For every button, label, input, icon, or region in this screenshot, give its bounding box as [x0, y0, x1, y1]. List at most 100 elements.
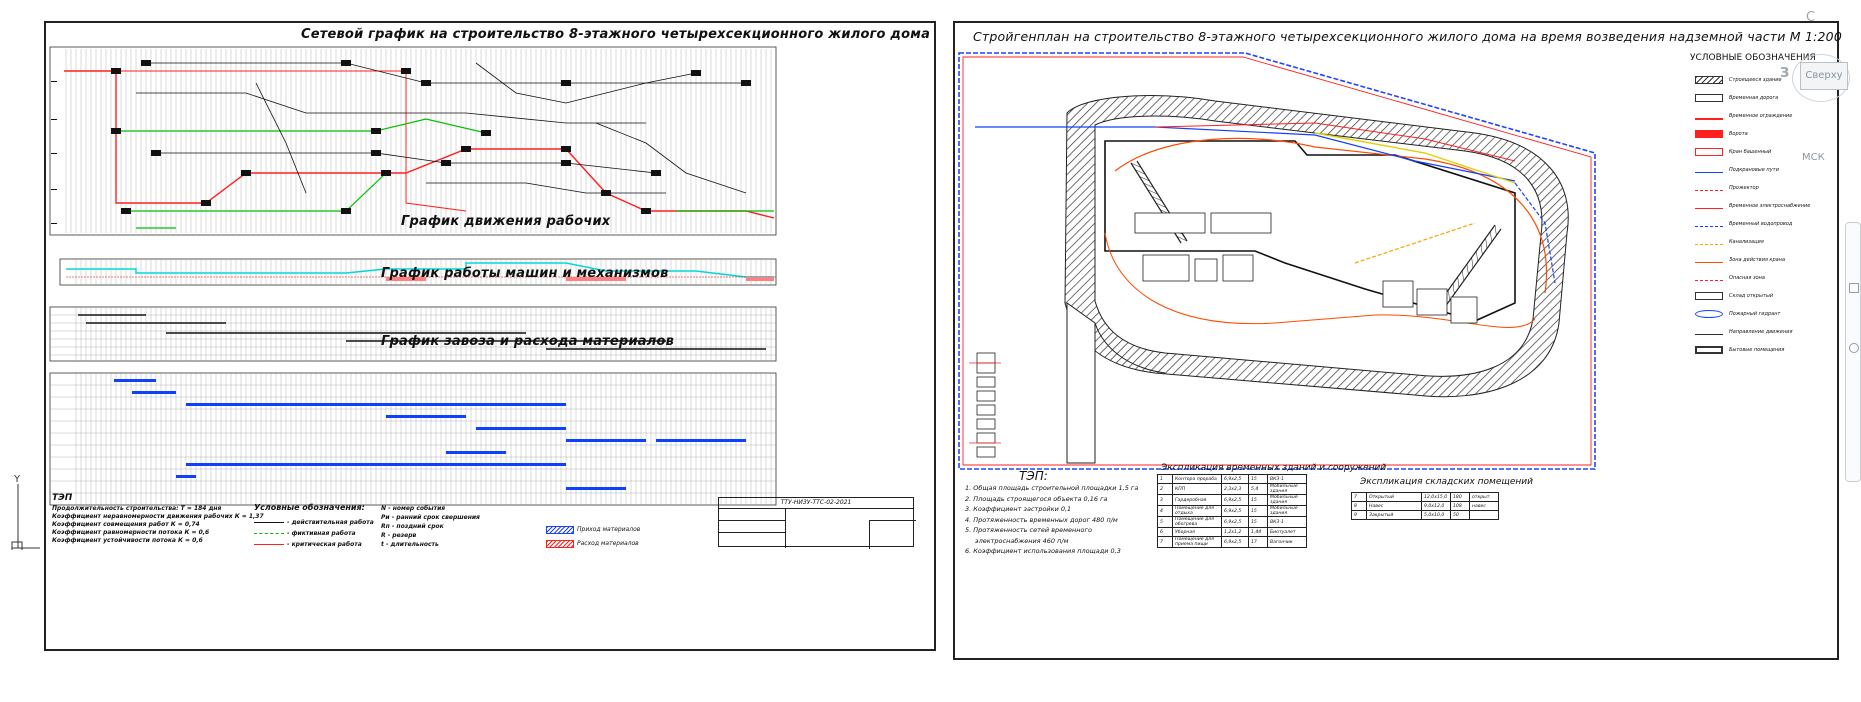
legend-swatch	[1695, 130, 1723, 138]
ucs-icon: Y	[11, 474, 40, 550]
table-cell: 1,44	[1248, 527, 1268, 537]
legend-swatch	[1695, 226, 1723, 227]
legend-swatch	[1695, 244, 1723, 245]
legend-swatch	[1695, 262, 1723, 263]
site-legend-item: Кран башенный	[1695, 143, 1833, 161]
site-legend-item: Канализация	[1695, 233, 1833, 251]
table-cell: навес	[1469, 501, 1499, 511]
table-cell: ВКЗ-1	[1267, 516, 1307, 528]
legend-list: - действительная работа - фиктивная рабо…	[254, 517, 374, 550]
site-tep-list: 1. Общая площадь строительной площадки 1…	[965, 483, 1138, 557]
navigation-bar[interactable]	[1845, 222, 1861, 482]
table-cell: Помещение для обогрева	[1172, 516, 1222, 528]
table-cell: 12,0х15,0	[1421, 492, 1451, 502]
table-cell: 7	[1157, 536, 1173, 548]
table-cell: 15	[1248, 516, 1268, 528]
site-legend-item: Временная дорога	[1695, 89, 1833, 107]
tep-title: ТЭП	[52, 493, 73, 503]
table-cell: ВКЗ-1	[1267, 474, 1307, 484]
table-cell: 6,9х2,5	[1221, 474, 1249, 484]
table-cell: 15	[1248, 505, 1268, 517]
table-cell: Открытый	[1366, 492, 1422, 502]
legend-hatch: Приход материалов Расход материалов	[546, 523, 640, 551]
table-cell: 6,9х2,5	[1221, 494, 1249, 506]
table-cell: Контора прораба	[1172, 474, 1222, 484]
left-drawing-sheet: Сетевой график на строительство 8-этажно…	[44, 21, 936, 651]
legend-swatch	[1695, 334, 1723, 335]
table-cell: 5,0х10,0	[1421, 510, 1451, 520]
site-legend-item: Бытовые помещения	[1695, 341, 1833, 359]
site-legend-item: Подкрановые пути	[1695, 161, 1833, 179]
legend-swatch	[1695, 280, 1723, 281]
legend-label: Бытовые помещения	[1729, 347, 1785, 353]
legend-swatch	[1695, 208, 1723, 209]
legend-label: Прожектор	[1729, 185, 1759, 191]
site-tep-line: электроснабжения 460 п/м	[975, 536, 1069, 545]
table-cell: Мобильные здания	[1267, 505, 1307, 517]
tep-line: Продолжительность строительства: Т = 184…	[52, 505, 222, 512]
legend-label: Строящееся здание	[1729, 77, 1782, 83]
network-graph-title: Сетевой график на строительство 8-этажно…	[301, 27, 931, 42]
legend-label: Зона действия крана	[1729, 257, 1786, 263]
site-legend-item: Опасная зона	[1695, 269, 1833, 287]
title-stamp: ТТУ-НИЗУ-ТТС-02-2021	[718, 497, 916, 549]
table-cell: Помещение для приема пищи	[1172, 536, 1222, 548]
table-cell: 15	[1248, 474, 1268, 484]
workers-chart-title: График движения рабочих	[401, 214, 611, 229]
legend-item-actual: - действительная работа	[254, 517, 374, 528]
buildings-expl-title: Экспликация временных зданий и сооружени…	[1161, 463, 1387, 473]
legend-label: Кран башенный	[1729, 149, 1772, 155]
storage-expl-title: Экспликация складских помещений	[1360, 477, 1533, 487]
legend-swatch	[1695, 117, 1723, 120]
zoom-icon[interactable]	[1849, 343, 1859, 353]
site-tep-line: 4. Протяженность временных дорог 480 п/м	[965, 515, 1118, 524]
table-cell: Мобильные здания	[1267, 483, 1307, 495]
site-tep-line: 6. Коэффициент использования площади 0,3	[965, 547, 1121, 555]
legend-label: Канализация	[1729, 239, 1764, 245]
site-plan-title: Стройгенплан на строительство 8-этажного…	[973, 29, 1842, 44]
legend-title: Условные обозначения:	[254, 503, 365, 512]
network-graph	[49, 46, 777, 506]
ucs-menu[interactable]: МСК	[1802, 152, 1825, 163]
table-cell: 6,9х2,5	[1221, 536, 1249, 548]
table-cell: 15	[1248, 494, 1268, 506]
site-legend-item: Строящееся здание	[1695, 71, 1833, 89]
viewcube[interactable]: С З Сверху МСК	[1780, 10, 1860, 170]
legend-swatch	[1695, 190, 1723, 191]
site-tep-title: ТЭП:	[1019, 469, 1048, 483]
compass-ring[interactable]	[1792, 54, 1850, 102]
viewcube-top-face[interactable]: Сверху	[1800, 62, 1848, 90]
legend-label: Подкрановые пути	[1729, 167, 1779, 173]
table-cell: 2	[1157, 483, 1173, 495]
table-cell: 1	[1157, 474, 1173, 484]
site-legend-item: Временное ограждение	[1695, 107, 1833, 125]
machines-chart-title: График работы машин и механизмов	[381, 266, 669, 281]
tep-line: Коэффициент совмещения работ К = 0,74	[52, 521, 200, 528]
table-cell: Биотуалет	[1267, 527, 1307, 537]
site-tep-line: 1. Общая площадь строительной площадки 1…	[965, 484, 1139, 492]
legend-label: Ворота	[1729, 131, 1748, 137]
site-legend-item: Зона действия крана	[1695, 251, 1833, 269]
legend-item-critical: - критическая работа	[254, 539, 374, 550]
compass-north-label: С	[1806, 10, 1816, 25]
legend-label: Пожарный гидрант	[1729, 311, 1781, 317]
pan-icon[interactable]	[1849, 283, 1859, 293]
site-legend-title: УСЛОВНЫЕ ОБОЗНАЧЕНИЯ	[1690, 53, 1816, 63]
table-cell: 50	[1450, 510, 1470, 520]
site-legend-item: Временный водопровод	[1695, 215, 1833, 233]
stamp-code: ТТУ-НИЗУ-ТТС-02-2021	[719, 498, 913, 509]
table-cell: 6	[1157, 527, 1173, 537]
tep-line: Коэффициент устойчивости потока К = 0,6	[52, 537, 203, 544]
table-cell: 8	[1351, 501, 1367, 511]
legend-label: Склад открытый	[1729, 293, 1774, 299]
